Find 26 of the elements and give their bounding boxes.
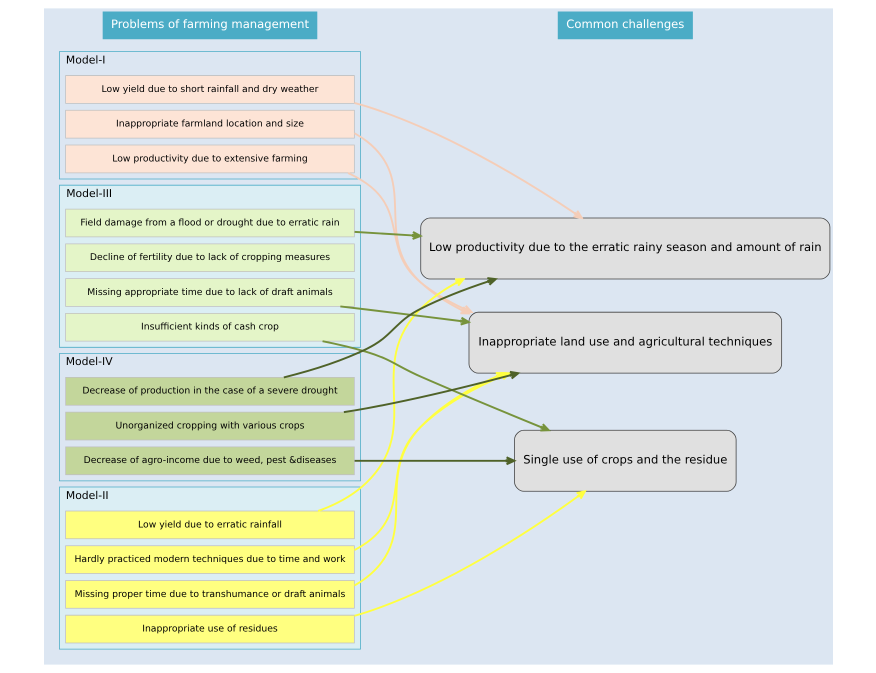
arrow — [354, 456, 515, 466]
arrow — [354, 490, 586, 617]
node-box: Field damage from a flood or drought due to erratic rain — [64, 208, 354, 238]
arrow — [317, 278, 464, 512]
node-box: Low productivity due to the erratic rainy season and amount of rain — [420, 218, 830, 280]
node-box: Decline of fertility due to lack of cropping measures — [64, 243, 354, 272]
node-box: Missing appropriate time due to lack of draft animals — [64, 278, 354, 307]
node-box: Missing proper time due to transhumance or draft animals — [64, 580, 354, 609]
label: Common challenges — [566, 17, 684, 32]
node-box: Inappropriate farmland location and size — [64, 110, 354, 138]
node-box: Unorganized cropping with various crops — [64, 412, 354, 440]
arrow — [283, 277, 496, 378]
node-box: Low yield due to erratic rainfall — [64, 510, 354, 540]
arrow — [354, 230, 422, 240]
arrow — [322, 340, 550, 432]
node-box: Single use of crops and the residue — [514, 430, 736, 492]
node-box: Low yield due to short rainfall and dry weather — [64, 75, 354, 104]
node-box: Insufficient kinds of cash crop — [64, 312, 354, 342]
arrow — [354, 102, 582, 219]
label: Problems of farming management — [110, 17, 309, 32]
node-box: Decrease of agro-income due to weed, pest &diseases — [64, 446, 354, 476]
node-box: Low productivity due to extensive farming — [64, 144, 354, 174]
node-box: Inappropriate land use and agricultural techniques — [468, 312, 782, 374]
node-box: Decrease of production in the case of a severe drought — [64, 377, 354, 406]
node-box: Inappropriate use of residues — [64, 614, 354, 644]
node-box: Hardly practiced modern techniques due to time and work — [64, 545, 354, 574]
